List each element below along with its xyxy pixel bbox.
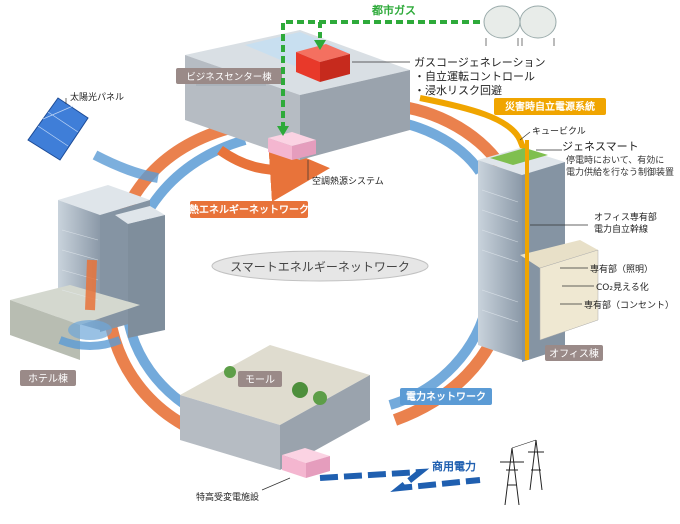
office-label: オフィス棟 bbox=[549, 347, 599, 360]
solar-power-arrow bbox=[92, 150, 159, 183]
hotel-label-bg bbox=[20, 370, 76, 386]
hvac-label: 空調熱源システム bbox=[312, 175, 384, 187]
smart-network-label: スマートエネルギーネットワーク bbox=[230, 260, 410, 274]
private-lighting-label: 専有部（照明） bbox=[590, 263, 653, 275]
hvac-arrow bbox=[217, 141, 330, 202]
cogen-item-1: ・自立運転コントロール bbox=[414, 69, 535, 83]
disaster-label-bg bbox=[494, 98, 606, 115]
co2-label: CO₂見える化 bbox=[596, 281, 649, 293]
genesmart-label: ジェネスマート bbox=[562, 140, 639, 153]
smart-network-badge bbox=[211, 250, 429, 282]
genesmart-desc-2: 電力供給を行なう制御装置 bbox=[566, 166, 674, 178]
heat-network-label-bg bbox=[190, 201, 308, 218]
business-center-label: ビジネスセンター棟 bbox=[186, 71, 272, 83]
office-windows bbox=[481, 189, 519, 323]
office-trunk-label-1: オフィス専有部 bbox=[594, 211, 657, 223]
hotel-heat-arrow bbox=[85, 259, 97, 311]
office-label-bg bbox=[545, 345, 603, 361]
solar-panel-label: 太陽光パネル bbox=[70, 91, 124, 103]
office-trunk-label-2: 電力自立幹線 bbox=[594, 223, 648, 235]
mall-label: モール bbox=[245, 375, 275, 386]
gas-cogeneration-unit bbox=[296, 44, 350, 82]
commercial-power-label: 商用電力 bbox=[432, 459, 476, 473]
disaster-power-line bbox=[419, 95, 531, 162]
disaster-power-label: 災害時自立電源系統 bbox=[504, 100, 595, 113]
cogen-item-2: ・浸水リスク回避 bbox=[414, 83, 502, 97]
gas-tank-icon bbox=[483, 5, 557, 46]
substation-unit bbox=[282, 448, 330, 478]
power-network-label: 電力ネットワーク bbox=[406, 390, 486, 403]
substation-label: 特高受変電施設 bbox=[196, 491, 259, 503]
cubicle-leader-line bbox=[519, 131, 531, 141]
genesmart-desc-1: 停電時において、有効に bbox=[566, 154, 664, 166]
city-gas-line bbox=[277, 20, 480, 136]
mall-building bbox=[180, 345, 370, 470]
hvac-unit bbox=[268, 132, 316, 160]
office-building bbox=[478, 140, 599, 362]
hotel-power-arrow bbox=[58, 336, 122, 350]
hotel-label: ホテル棟 bbox=[28, 372, 68, 385]
transmission-tower-icon bbox=[500, 439, 544, 506]
commercial-power-line bbox=[319, 468, 481, 492]
business-center-label-bg bbox=[176, 68, 282, 84]
city-gas-label: 都市ガス bbox=[371, 3, 416, 17]
mall-label-bg bbox=[238, 371, 282, 387]
gas-cogeneration-label: ガスコージェネレーション bbox=[414, 56, 546, 69]
cubicle-label: キュービクル bbox=[532, 126, 586, 137]
solar-panel-icon bbox=[27, 97, 89, 161]
hotel-building bbox=[10, 185, 165, 360]
substation-leader-line bbox=[261, 477, 291, 491]
heat-network-label: 熱エネルギーネットワーク bbox=[189, 203, 309, 216]
private-outlet-label: 専有部（コンセント） bbox=[584, 299, 674, 311]
power-network-label-bg bbox=[400, 388, 492, 405]
